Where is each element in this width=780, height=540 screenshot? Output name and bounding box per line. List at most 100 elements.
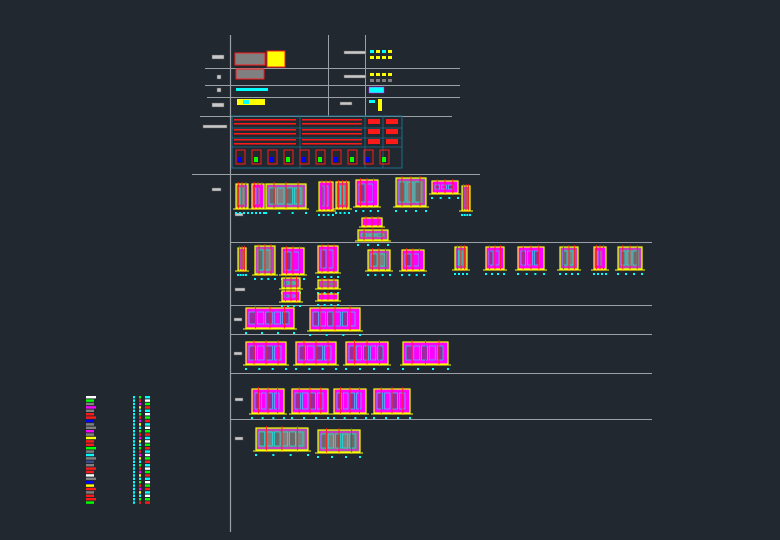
elevation-drawing bbox=[312, 311, 319, 327]
legend-swatch bbox=[86, 430, 94, 433]
dimension-mark bbox=[466, 214, 469, 216]
legend-swatch bbox=[133, 453, 135, 457]
legend-swatch bbox=[86, 413, 94, 416]
legend-swatch bbox=[139, 484, 141, 487]
dimension-mark bbox=[565, 273, 567, 275]
elevation-drawing bbox=[320, 249, 327, 269]
dimension-mark bbox=[303, 417, 305, 419]
elevation-drawing bbox=[257, 345, 265, 361]
dimension-mark bbox=[332, 214, 334, 216]
dimension-mark bbox=[321, 368, 324, 370]
dimension-mark bbox=[323, 292, 326, 294]
dimension-mark bbox=[283, 417, 285, 419]
legend-swatch bbox=[86, 464, 94, 467]
legend-swatch bbox=[139, 457, 141, 460]
section-label bbox=[216, 74, 222, 80]
elevation-drawing bbox=[363, 345, 369, 361]
dimension-mark bbox=[307, 454, 309, 456]
elevation-drawing bbox=[368, 233, 376, 237]
elevation-drawing bbox=[265, 311, 273, 325]
dimension-mark bbox=[345, 368, 347, 370]
dimension-mark bbox=[417, 368, 419, 370]
elevation-drawing bbox=[448, 184, 454, 190]
elevation-drawing bbox=[356, 392, 362, 410]
section-label bbox=[343, 74, 367, 79]
legend-swatch bbox=[133, 450, 135, 453]
legend-swatch bbox=[86, 423, 94, 426]
dimension-mark bbox=[385, 417, 387, 419]
section-label bbox=[211, 54, 225, 60]
elevation-drawing bbox=[413, 345, 420, 361]
section-label bbox=[339, 101, 353, 106]
legend-swatch bbox=[139, 474, 141, 477]
legend-swatch bbox=[145, 450, 150, 453]
dimension-mark bbox=[245, 368, 247, 370]
legend-swatch bbox=[133, 426, 135, 429]
dimension-mark bbox=[235, 212, 237, 214]
legend-swatch bbox=[139, 419, 141, 423]
index-icon bbox=[382, 56, 386, 59]
dimension-mark bbox=[289, 454, 292, 456]
dimension-mark bbox=[331, 456, 333, 458]
legend-swatch bbox=[133, 447, 135, 450]
legend-swatch bbox=[145, 402, 150, 406]
dimension-mark bbox=[333, 417, 335, 419]
legend-swatch bbox=[145, 426, 150, 429]
legend-swatch bbox=[133, 494, 135, 497]
elevation-drawing bbox=[377, 345, 384, 361]
legend-swatch bbox=[86, 402, 94, 406]
elevation-drawing bbox=[336, 392, 342, 410]
legend-swatch bbox=[86, 399, 94, 402]
legend-swatch bbox=[139, 436, 141, 440]
dimension-mark bbox=[345, 456, 347, 458]
elevation-drawing bbox=[277, 187, 285, 205]
dimension-mark bbox=[303, 278, 305, 280]
dimension-mark bbox=[337, 292, 339, 294]
elevation-drawing bbox=[327, 311, 334, 327]
dimension-mark bbox=[397, 417, 399, 419]
legend-swatch bbox=[139, 498, 141, 501]
note-text bbox=[302, 139, 362, 141]
legend-swatch bbox=[145, 464, 150, 467]
dimension-mark bbox=[408, 274, 411, 276]
legend-swatch bbox=[139, 453, 141, 457]
dimension-mark bbox=[423, 274, 425, 276]
legend-swatch bbox=[145, 419, 150, 423]
legend-swatch bbox=[139, 481, 141, 484]
dimension-mark bbox=[285, 368, 287, 370]
legend-swatch bbox=[86, 426, 96, 429]
cover-thumbnail bbox=[266, 50, 286, 68]
dimension-mark bbox=[431, 197, 433, 199]
dimension-mark bbox=[299, 305, 301, 307]
dimension-mark bbox=[287, 305, 289, 307]
dimension-mark bbox=[359, 334, 361, 336]
dimension-mark bbox=[337, 276, 339, 278]
legend-swatch bbox=[86, 409, 94, 412]
dimension-mark bbox=[308, 368, 311, 370]
legend-swatch bbox=[145, 484, 150, 487]
dimension-mark bbox=[239, 212, 241, 214]
elevation-drawing bbox=[421, 345, 428, 361]
section-label bbox=[216, 87, 222, 93]
section-label bbox=[211, 102, 225, 108]
legend-swatch bbox=[139, 399, 141, 402]
index-icon bbox=[388, 56, 392, 59]
note-text bbox=[234, 143, 296, 145]
elevation-drawing bbox=[406, 181, 414, 203]
detail-sketch bbox=[267, 149, 278, 165]
legend-swatch bbox=[86, 443, 94, 446]
elevation-drawing bbox=[349, 433, 356, 449]
legend-swatch bbox=[86, 396, 96, 399]
legend-swatch bbox=[86, 494, 94, 497]
legend-swatch bbox=[145, 481, 150, 484]
legend-swatch bbox=[86, 470, 94, 474]
dimension-mark bbox=[245, 274, 247, 276]
dimension-mark bbox=[401, 274, 403, 276]
elevation-drawing bbox=[358, 183, 366, 203]
legend-swatch bbox=[145, 491, 150, 494]
legend-swatch bbox=[86, 481, 94, 484]
dimension-mark bbox=[543, 273, 545, 275]
dimension-mark bbox=[245, 332, 247, 334]
